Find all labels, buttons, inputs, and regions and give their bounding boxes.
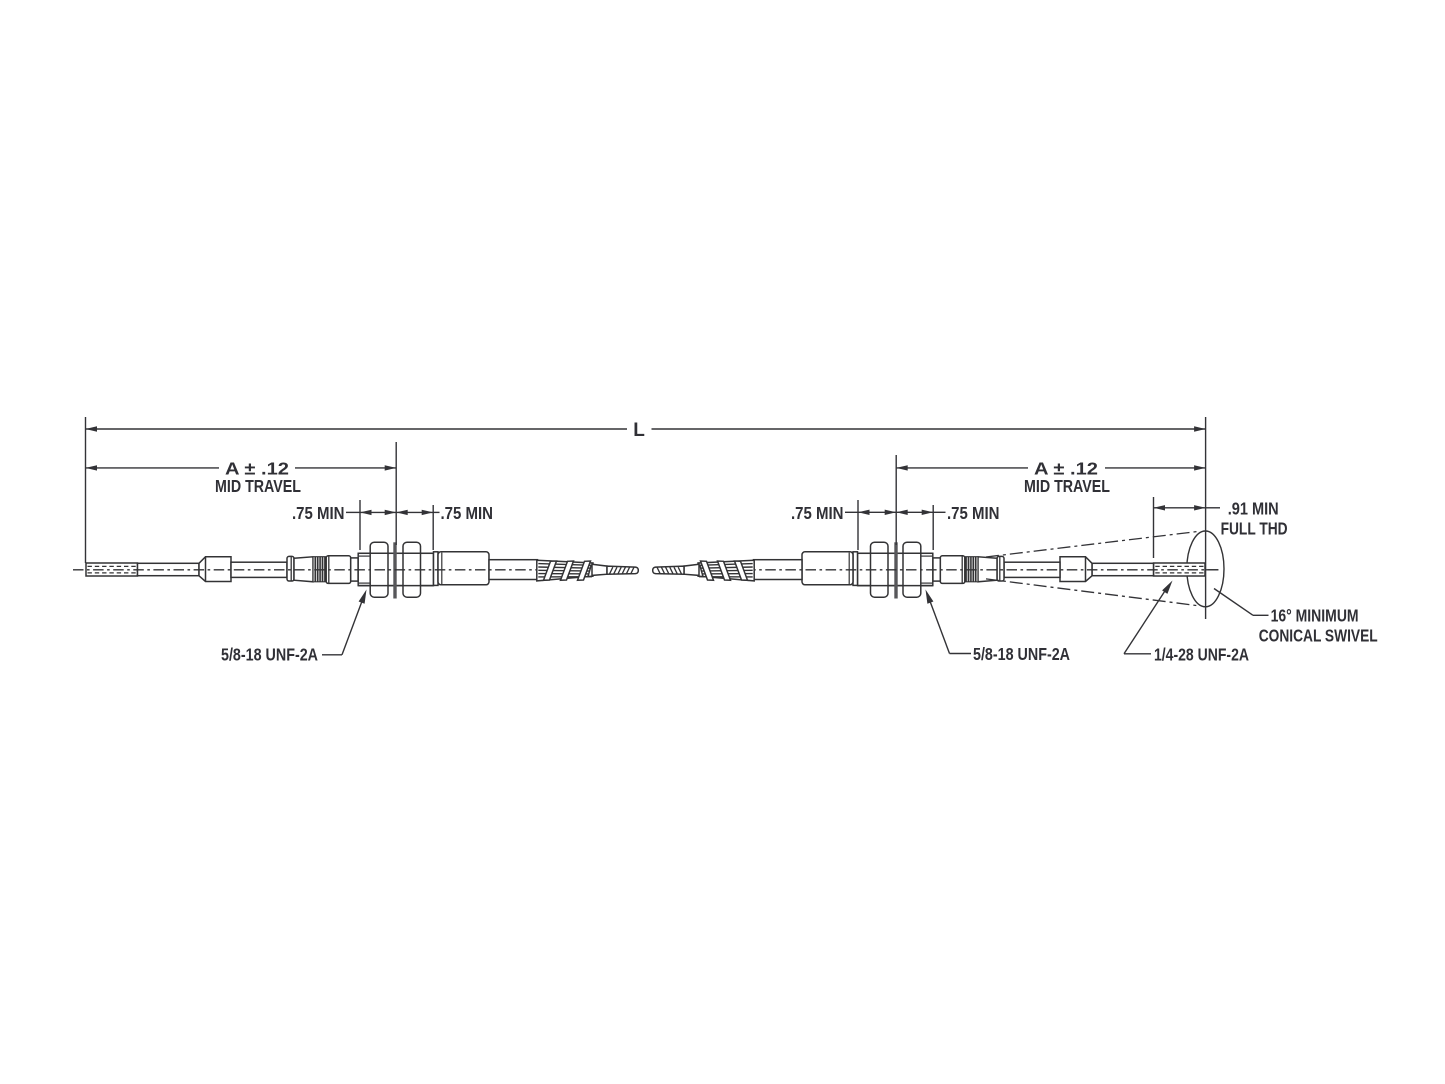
svg-text:5/8-18 UNF-2A: 5/8-18 UNF-2A xyxy=(973,644,1070,664)
svg-text:.75 MIN: .75 MIN xyxy=(441,503,494,523)
svg-text:.75 MIN: .75 MIN xyxy=(791,503,844,523)
svg-text:MID TRAVEL: MID TRAVEL xyxy=(1024,476,1110,496)
svg-text:L: L xyxy=(633,420,645,441)
svg-text:MID TRAVEL: MID TRAVEL xyxy=(215,476,301,496)
svg-text:1/4-28 UNF-2A: 1/4-28 UNF-2A xyxy=(1154,644,1249,664)
svg-text:CONICAL SWIVEL: CONICAL SWIVEL xyxy=(1259,626,1378,646)
svg-text:5/8-18 UNF-2A: 5/8-18 UNF-2A xyxy=(221,644,318,664)
svg-text:16° MINIMUM: 16° MINIMUM xyxy=(1271,605,1359,625)
svg-text:A ± .12: A ± .12 xyxy=(1034,458,1098,478)
svg-text:FULL THD: FULL THD xyxy=(1221,518,1288,538)
svg-text:.91 MIN: .91 MIN xyxy=(1228,498,1279,518)
svg-text:A ± .12: A ± .12 xyxy=(225,458,289,478)
svg-text:.75 MIN: .75 MIN xyxy=(292,503,345,523)
svg-text:.75 MIN: .75 MIN xyxy=(947,503,1000,523)
